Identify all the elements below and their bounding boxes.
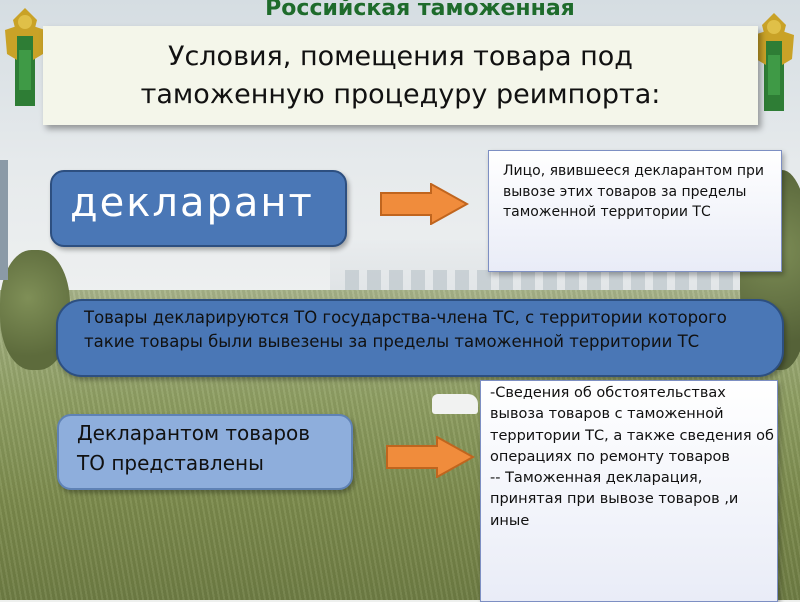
info-box-documents bbox=[480, 380, 778, 602]
right-arrow-icon bbox=[380, 183, 469, 225]
slide-title-line-2: таможенную процедуру реимпорта: bbox=[140, 78, 661, 110]
info-box-declarant-text: Лицо, явившееся декларантом при вывозе э… bbox=[503, 163, 765, 220]
documents-item-1: -Сведения об обстоятельствах вывоза това… bbox=[490, 385, 774, 465]
background-car bbox=[432, 394, 478, 414]
documents-item-2: -- Таможенная декларация, принятая при в… bbox=[490, 470, 739, 529]
header-title: Российская таможенная bbox=[265, 0, 575, 21]
declarant-label: декларант bbox=[70, 180, 314, 226]
declarant-box bbox=[50, 170, 347, 247]
declarant-presents-box bbox=[57, 414, 353, 490]
customs-emblem-icon bbox=[5, 8, 45, 106]
customs-authority-box bbox=[56, 299, 784, 377]
declarant-presents-text: Декларантом товаров ТО представлены bbox=[77, 421, 311, 475]
right-arrow-icon bbox=[386, 436, 475, 478]
slide-title-line-1: Условия, помещения товара под bbox=[168, 40, 633, 72]
customs-authority-text: Товары декларируются ТО государства-член… bbox=[84, 308, 727, 351]
info-box-documents-text: -Сведения об обстоятельствах вывоза това… bbox=[490, 383, 775, 532]
info-box-declarant bbox=[488, 150, 782, 272]
background-pole bbox=[0, 160, 8, 280]
customs-emblem-icon bbox=[754, 13, 794, 111]
slide-title: Условия, помещения товара под таможенную… bbox=[43, 26, 758, 125]
